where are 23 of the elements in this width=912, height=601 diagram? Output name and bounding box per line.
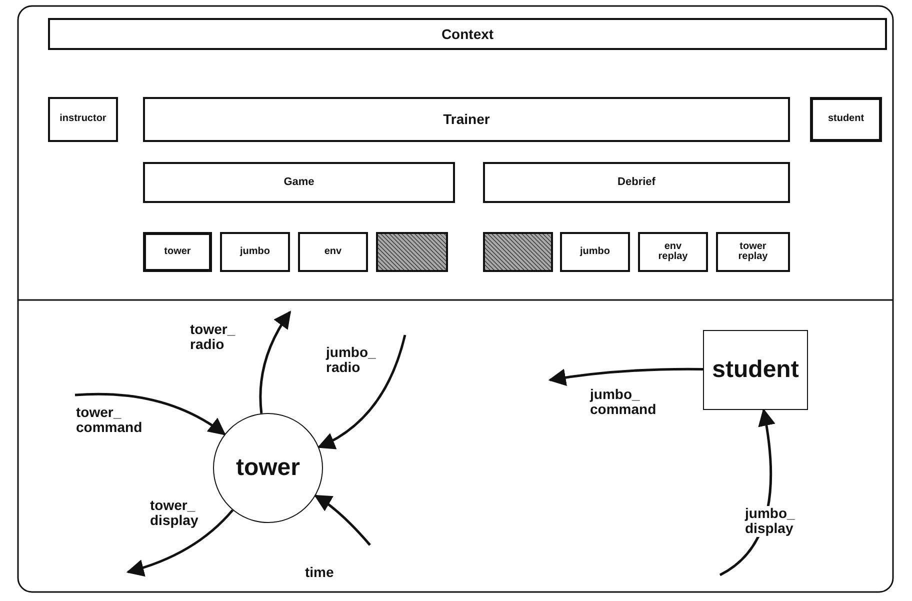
arrow [74, 392, 226, 436]
shaded-box [483, 232, 553, 272]
arrow [126, 509, 234, 576]
component-box: env replay [638, 232, 708, 272]
arrow [548, 368, 704, 386]
arrow [317, 334, 406, 448]
arrow [259, 310, 292, 414]
component-box: student [810, 97, 882, 142]
component-box: env [298, 232, 368, 272]
arrow [314, 494, 371, 546]
edge-label: time [305, 565, 334, 580]
layer-box: Context [48, 18, 887, 50]
component-box: tower [143, 232, 212, 272]
component-box: instructor [48, 97, 118, 142]
component-box: student [703, 330, 808, 410]
shaded-box [376, 232, 448, 272]
process-circle: tower [213, 413, 323, 523]
component-box: jumbo [560, 232, 630, 272]
component-box: tower replay [716, 232, 790, 272]
layer-box: Game [143, 162, 455, 203]
layer-box: Trainer [143, 97, 790, 142]
layer-box: Debrief [483, 162, 790, 203]
component-box: jumbo [220, 232, 290, 272]
